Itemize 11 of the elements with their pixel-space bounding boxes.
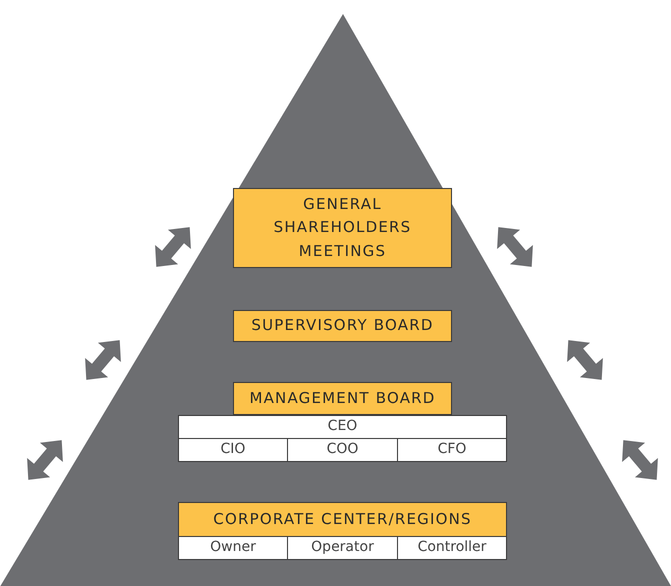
table-cell: CIO bbox=[178, 438, 288, 462]
table-cell: Owner bbox=[178, 536, 288, 560]
level-box: GENERAL SHAREHOLDERS MEETINGS bbox=[233, 188, 452, 268]
table-cell: Operator bbox=[287, 536, 398, 560]
table-cell: CEO bbox=[178, 415, 507, 439]
table-cell: Controller bbox=[397, 536, 507, 560]
level-box: CORPORATE CENTER/REGIONS bbox=[178, 502, 507, 537]
level-box: SUPERVISORY BOARD bbox=[233, 310, 452, 342]
level-box: MANAGEMENT BOARD bbox=[233, 382, 452, 415]
table-cell: CFO bbox=[397, 438, 507, 462]
table-cell: COO bbox=[287, 438, 398, 462]
